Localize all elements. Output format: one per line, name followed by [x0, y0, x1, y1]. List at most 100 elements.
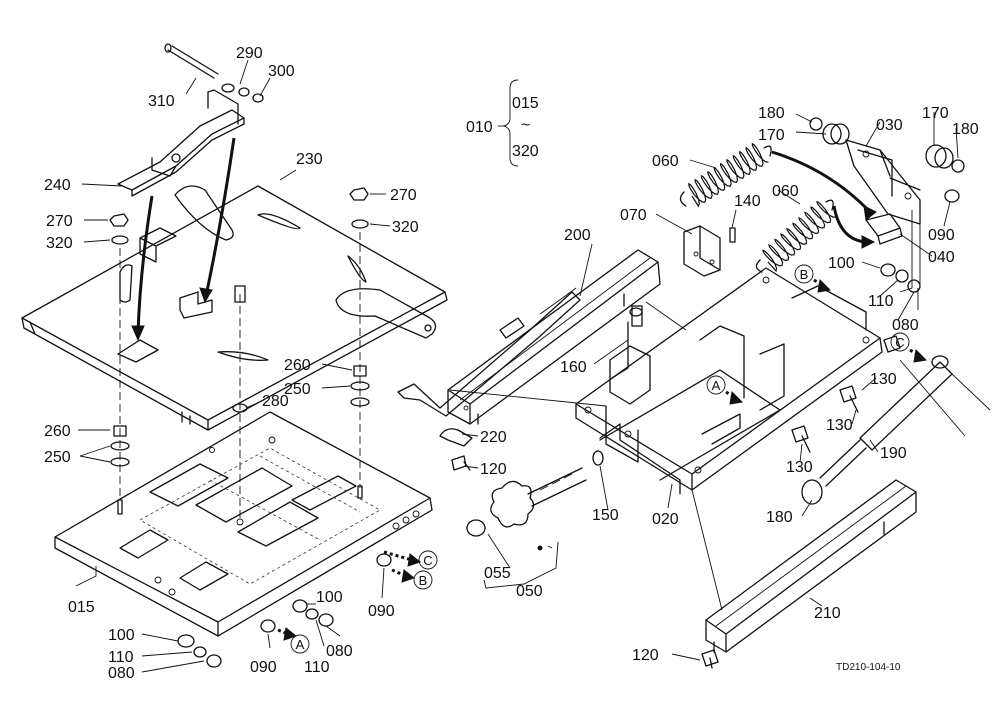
label-110-mid: 110: [304, 659, 330, 676]
spring-arrow-2-head: [861, 235, 876, 249]
spacer-260: [110, 285, 370, 515]
stud-vertical-lines: [119, 232, 361, 520]
ref-label-a-left: A: [296, 637, 305, 652]
label-015: 015: [68, 599, 95, 616]
label-140: 140: [734, 193, 761, 210]
nut-080-left: [177, 634, 222, 668]
label-090-right: 090: [928, 227, 955, 244]
label-260-left: 260: [44, 423, 71, 440]
label-060-upper: 060: [652, 153, 679, 170]
label-080-right: 080: [892, 317, 919, 334]
label-250-right: 250: [284, 381, 311, 398]
ref-arrow-c-left: [383, 550, 438, 570]
label-130-b: 130: [826, 417, 853, 434]
drawing-code: TD210-104-10: [836, 662, 901, 673]
label-110-left: 110: [108, 649, 134, 666]
label-150: 150: [592, 507, 619, 524]
label-320-right: 320: [392, 219, 419, 236]
ref-arrow-a-right: [706, 375, 744, 405]
arrowhead-1: [131, 325, 145, 342]
label-110-right: 110: [868, 293, 894, 310]
ref-label-b-left: B: [419, 573, 428, 588]
slide-lever: [397, 287, 581, 417]
latch-040: [865, 213, 903, 245]
knob-050: [466, 467, 587, 551]
bushing-090: [260, 553, 392, 633]
frame-020: [449, 267, 883, 495]
label-130-c: 130: [786, 459, 813, 476]
latch-160: [611, 305, 643, 379]
ref-arrow-c-right: [890, 332, 928, 363]
label-020: 020: [652, 511, 679, 528]
spring-arrow-1-head: [863, 205, 877, 221]
label-190: 190: [880, 445, 907, 462]
assembly-arrow-1: [136, 195, 154, 335]
bracket-030: [845, 139, 921, 225]
label-060-lower: 060: [772, 183, 799, 200]
pin-140: [729, 227, 736, 243]
ref-arrow-b-left: [391, 568, 433, 590]
top-plate-230: [21, 185, 448, 431]
label-030: 030: [876, 117, 903, 134]
nut-090-right: [944, 189, 960, 203]
label-180-top: 180: [758, 105, 785, 122]
ref-label-c-left: C: [423, 553, 432, 568]
label-080-mid: 080: [326, 643, 353, 660]
pin-310: [164, 43, 219, 79]
label-160: 160: [560, 359, 587, 376]
label-200: 200: [564, 227, 591, 244]
ref-label-b-right: B: [800, 267, 809, 282]
label-050: 050: [516, 583, 543, 600]
label-130-a: 130: [870, 371, 897, 388]
label-250-left: 250: [44, 449, 71, 466]
label-170-top: 170: [758, 127, 785, 144]
slide-rail-200: [447, 249, 661, 425]
label-210: 210: [814, 605, 841, 622]
spring-060-lower: [755, 199, 837, 273]
label-100-left: 100: [108, 627, 135, 644]
label-090-mid: 090: [368, 603, 395, 620]
ref-label-a-right: A: [712, 378, 721, 393]
label-120-upper: 120: [480, 461, 507, 478]
label-270-right: 270: [390, 187, 417, 204]
spring-arrow-2: [832, 205, 867, 244]
label-170-right: 170: [922, 105, 949, 122]
label-180-right: 180: [952, 121, 979, 138]
labels: 310 290 300 230 240 270 320 270 320 260 …: [44, 45, 979, 682]
nut-300: [252, 93, 264, 103]
label-220: 220: [480, 429, 507, 446]
ref-arrow-a-left: [277, 627, 310, 654]
label-240: 240: [44, 177, 71, 194]
label-070: 070: [620, 207, 647, 224]
label-280: 280: [262, 393, 289, 410]
label-range-sep: ~: [521, 117, 530, 134]
label-055: 055: [484, 565, 511, 582]
spring-060-upper: [679, 142, 772, 208]
label-120-lower: 120: [632, 647, 659, 664]
label-300: 300: [268, 63, 295, 80]
assembly-arrow-2: [204, 137, 236, 297]
label-010: 010: [466, 119, 493, 136]
label-range-end: 320: [512, 143, 539, 160]
label-270-left: 270: [46, 213, 73, 230]
nut-270-right: [349, 187, 369, 229]
rail-210-leader: [691, 489, 723, 611]
label-180-lower: 180: [766, 509, 793, 526]
arrowhead-2: [199, 287, 213, 304]
nut-180: [809, 117, 965, 173]
leader-lines: [75, 59, 959, 673]
ref-label-c-right: C: [895, 335, 904, 350]
nut-290: [221, 83, 250, 97]
bolt-120-upper: [451, 455, 471, 471]
label-230: 230: [296, 151, 323, 168]
label-260-right: 260: [284, 357, 311, 374]
bracket-050: [483, 541, 559, 589]
base-plate-015: [54, 411, 433, 637]
ref-arrow-b-right: [794, 264, 832, 293]
label-100-mid: 100: [316, 589, 343, 606]
clip-220: [439, 428, 473, 447]
spring-arrow-1: [771, 150, 872, 214]
label-100-right: 100: [828, 255, 855, 272]
bracket-030-leader: [899, 210, 921, 293]
